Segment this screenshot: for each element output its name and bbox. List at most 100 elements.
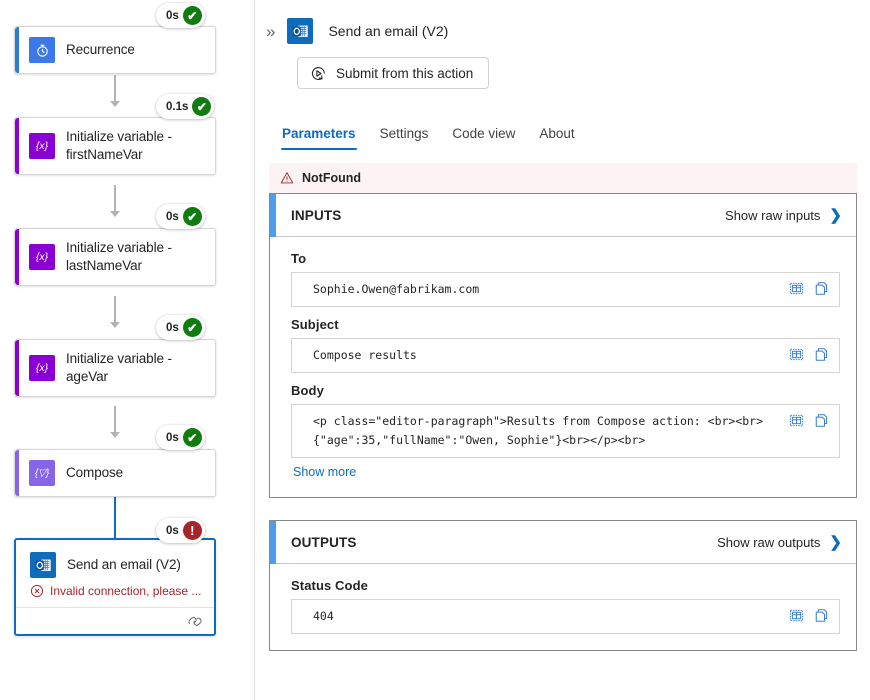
node-duration: 0s (166, 321, 179, 334)
card-gap (269, 498, 857, 520)
copy-icon[interactable] (814, 608, 829, 623)
node-status-badge-init-first: 0.1s ✔ (156, 94, 215, 119)
copy-icon[interactable] (814, 413, 829, 428)
connector-5 (114, 496, 117, 538)
variable-icon: {x} (29, 133, 55, 159)
field-actions (789, 412, 829, 428)
field-value: <p class="editor-paragraph">Results from… (313, 414, 764, 447)
flow-node-recurrence[interactable]: Recurrence (14, 26, 216, 74)
tab-settings[interactable]: Settings (379, 126, 429, 141)
variable-icon: {x} (29, 355, 55, 381)
flow-node-compose[interactable]: {▽} Compose (14, 449, 216, 497)
field-value-box[interactable]: Compose results (291, 338, 840, 373)
show-raw-inputs-link[interactable]: Show raw inputs ❯ (725, 206, 842, 224)
flow-node-init-agevar[interactable]: {x} Initialize variable - ageVar (14, 339, 216, 397)
flow-node-init-lastnamevar[interactable]: {x} Initialize variable - lastNameVar (14, 228, 216, 286)
node-accent-bar (15, 229, 19, 285)
field-label: To (291, 251, 307, 266)
submit-button-label: Submit from this action (336, 65, 474, 81)
node-status-badge-init-age: 0s ✔ (156, 315, 205, 340)
field-subject: Subject Compose results (291, 317, 840, 373)
outputs-card: OUTPUTS Show raw outputs ❯ Status Code 4… (269, 520, 857, 651)
show-raw-inputs-label: Show raw inputs (725, 207, 821, 223)
node-duration: 0s (166, 9, 179, 22)
node-accent-bar (15, 27, 19, 73)
copy-icon[interactable] (814, 281, 829, 296)
outputs-card-body: Status Code 404 (270, 564, 856, 650)
node-status-badge-recurrence: 0s ✔ (156, 3, 205, 28)
field-value: 404 (313, 609, 334, 623)
connector-3 (114, 296, 116, 324)
table-expand-icon[interactable] (789, 347, 804, 362)
flow-node-send-an-email[interactable]: Send an email (V2) Invalid connection, p… (14, 538, 216, 636)
field-value-box[interactable]: Sophie.Owen@fabrikam.com (291, 272, 840, 307)
field-value: Sophie.Owen@fabrikam.com (313, 282, 480, 296)
node-duration: 0s (166, 431, 179, 444)
error-banner-text: NotFound (302, 171, 362, 185)
table-expand-icon[interactable] (789, 281, 804, 296)
node-title: Compose (66, 465, 124, 480)
panel-tabs[interactable]: Parameters Settings Code view About (270, 117, 870, 150)
node-title: Recurrence (66, 42, 135, 57)
flow-canvas[interactable]: 0s ✔ Recurrence 0.1s ✔ {x} (0, 0, 255, 700)
collapse-panel-icon[interactable]: » (266, 21, 276, 41)
node-duration: 0s (166, 210, 179, 223)
clock-icon (29, 37, 55, 63)
node-accent-bar (15, 450, 19, 496)
connector-2 (114, 185, 116, 213)
field-actions (789, 346, 829, 362)
node-title: Initialize variable - firstNameVar (66, 129, 172, 162)
variable-glyph: {x} (35, 251, 49, 263)
table-expand-icon[interactable] (789, 608, 804, 623)
action-details-panel: » Send an email (V2) (256, 0, 870, 700)
tab-code-view[interactable]: Code view (452, 126, 516, 141)
node-title: Send an email (V2) (67, 557, 181, 572)
connector-arrow-3 (110, 322, 120, 328)
connector-4 (114, 406, 116, 434)
tab-about[interactable]: About (539, 126, 575, 141)
outlook-icon (30, 552, 56, 578)
node-duration: 0.1s (166, 100, 189, 113)
flow-node-init-firstnamevar[interactable]: {x} Initialize variable - firstNameVar (14, 117, 216, 175)
status-success-icon: ✔ (182, 318, 202, 337)
compose-glyph: {▽} (34, 467, 50, 479)
connector-arrow-1 (110, 101, 120, 107)
status-success-icon: ✔ (182, 207, 202, 226)
node-accent-bar (15, 340, 19, 396)
tab-parameters[interactable]: Parameters (270, 126, 368, 150)
show-raw-outputs-label: Show raw outputs (717, 534, 821, 550)
panel-header: » Send an email (V2) (256, 0, 870, 44)
status-success-icon: ✔ (182, 6, 202, 25)
node-footer (16, 607, 214, 634)
error-banner: NotFound (269, 163, 857, 193)
chevron-right-icon: ❯ (829, 534, 842, 551)
table-expand-icon[interactable] (789, 413, 804, 428)
field-actions (789, 607, 829, 623)
show-more-link[interactable]: Show more (293, 465, 357, 479)
connection-link-icon[interactable] (188, 615, 204, 628)
outlook-icon (287, 18, 314, 44)
connector-arrow-4 (110, 432, 120, 438)
inputs-heading: INPUTS (291, 207, 342, 223)
node-status-badge-init-last: 0s ✔ (156, 204, 205, 229)
node-duration: 0s (166, 524, 179, 537)
field-value-box[interactable]: 404 (291, 599, 840, 634)
field-to: To Sophie.Owen@fabrikam.com (291, 251, 840, 307)
field-value-box[interactable]: <p class="editor-paragraph">Results from… (291, 404, 840, 458)
copy-icon[interactable] (814, 347, 829, 362)
field-body: Body <p class="editor-paragraph">Results… (291, 383, 840, 481)
field-label: Subject (291, 317, 339, 332)
variable-icon: {x} (29, 244, 55, 270)
variable-glyph: {x} (35, 362, 49, 374)
status-error-icon: ! (182, 521, 202, 540)
inputs-card-header: INPUTS Show raw inputs ❯ (270, 194, 856, 237)
show-raw-outputs-link[interactable]: Show raw outputs ❯ (717, 533, 842, 551)
node-status-badge-compose: 0s ✔ (156, 425, 205, 450)
field-actions (789, 280, 829, 296)
inputs-card: INPUTS Show raw inputs ❯ To Sophie.Owen@… (269, 193, 857, 498)
submit-from-this-action-button[interactable]: Submit from this action (297, 57, 490, 89)
connector-arrow-2 (110, 211, 120, 217)
field-label: Status Code (291, 578, 368, 593)
field-status-code: Status Code 404 (291, 578, 840, 634)
